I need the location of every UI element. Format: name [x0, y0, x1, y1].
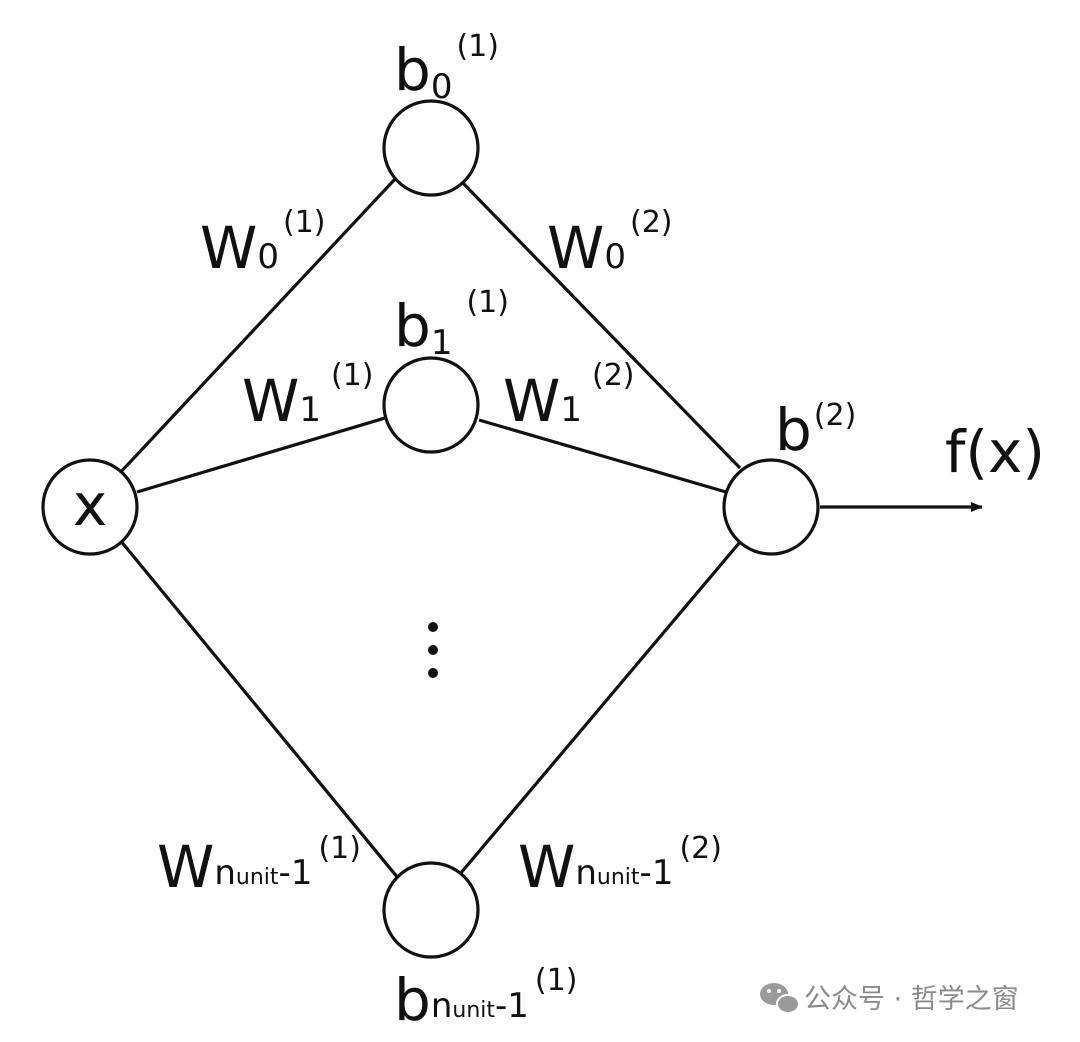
- weight-label-l2-1: W1(2): [503, 358, 635, 435]
- edge-x-to-h1: [136, 416, 386, 494]
- ellipsis: [428, 622, 438, 678]
- weight-label-l2-0: W0(2): [547, 205, 673, 282]
- bias-label-h1: b1(1): [394, 285, 509, 363]
- input-node: x: [41, 458, 139, 556]
- input-node-label: x: [73, 471, 107, 539]
- weight-label-l1-0: W0(1): [200, 205, 326, 282]
- hidden-node-1: [382, 356, 480, 454]
- edge-x-to-hn: [118, 538, 400, 880]
- hidden-node-n: [382, 861, 480, 959]
- edge-h0-to-out: [458, 178, 742, 470]
- weight-label-l1-1: W1(1): [242, 358, 374, 435]
- wechat-icon: [760, 983, 800, 1014]
- bias-label-output: b(2): [775, 396, 856, 464]
- bias-label-hn: bnunit-1(1): [394, 963, 577, 1034]
- hidden-node-0: [382, 99, 480, 197]
- output-node: [722, 458, 820, 556]
- weight-label-l2-n: Wnunit-1(2): [518, 831, 722, 901]
- watermark-text: 公众号 · 哲学之窗: [804, 984, 1019, 1015]
- edge-hn-to-out: [458, 540, 742, 876]
- watermark: 公众号 · 哲学之窗: [760, 983, 1019, 1015]
- output-label: f(x): [945, 418, 1045, 486]
- edge-h1-to-out: [478, 418, 727, 494]
- edge-x-to-h0: [116, 176, 398, 477]
- bias-label-h0: b0(1): [394, 29, 499, 107]
- weight-label-l1-n: Wnunit-1(1): [157, 831, 361, 901]
